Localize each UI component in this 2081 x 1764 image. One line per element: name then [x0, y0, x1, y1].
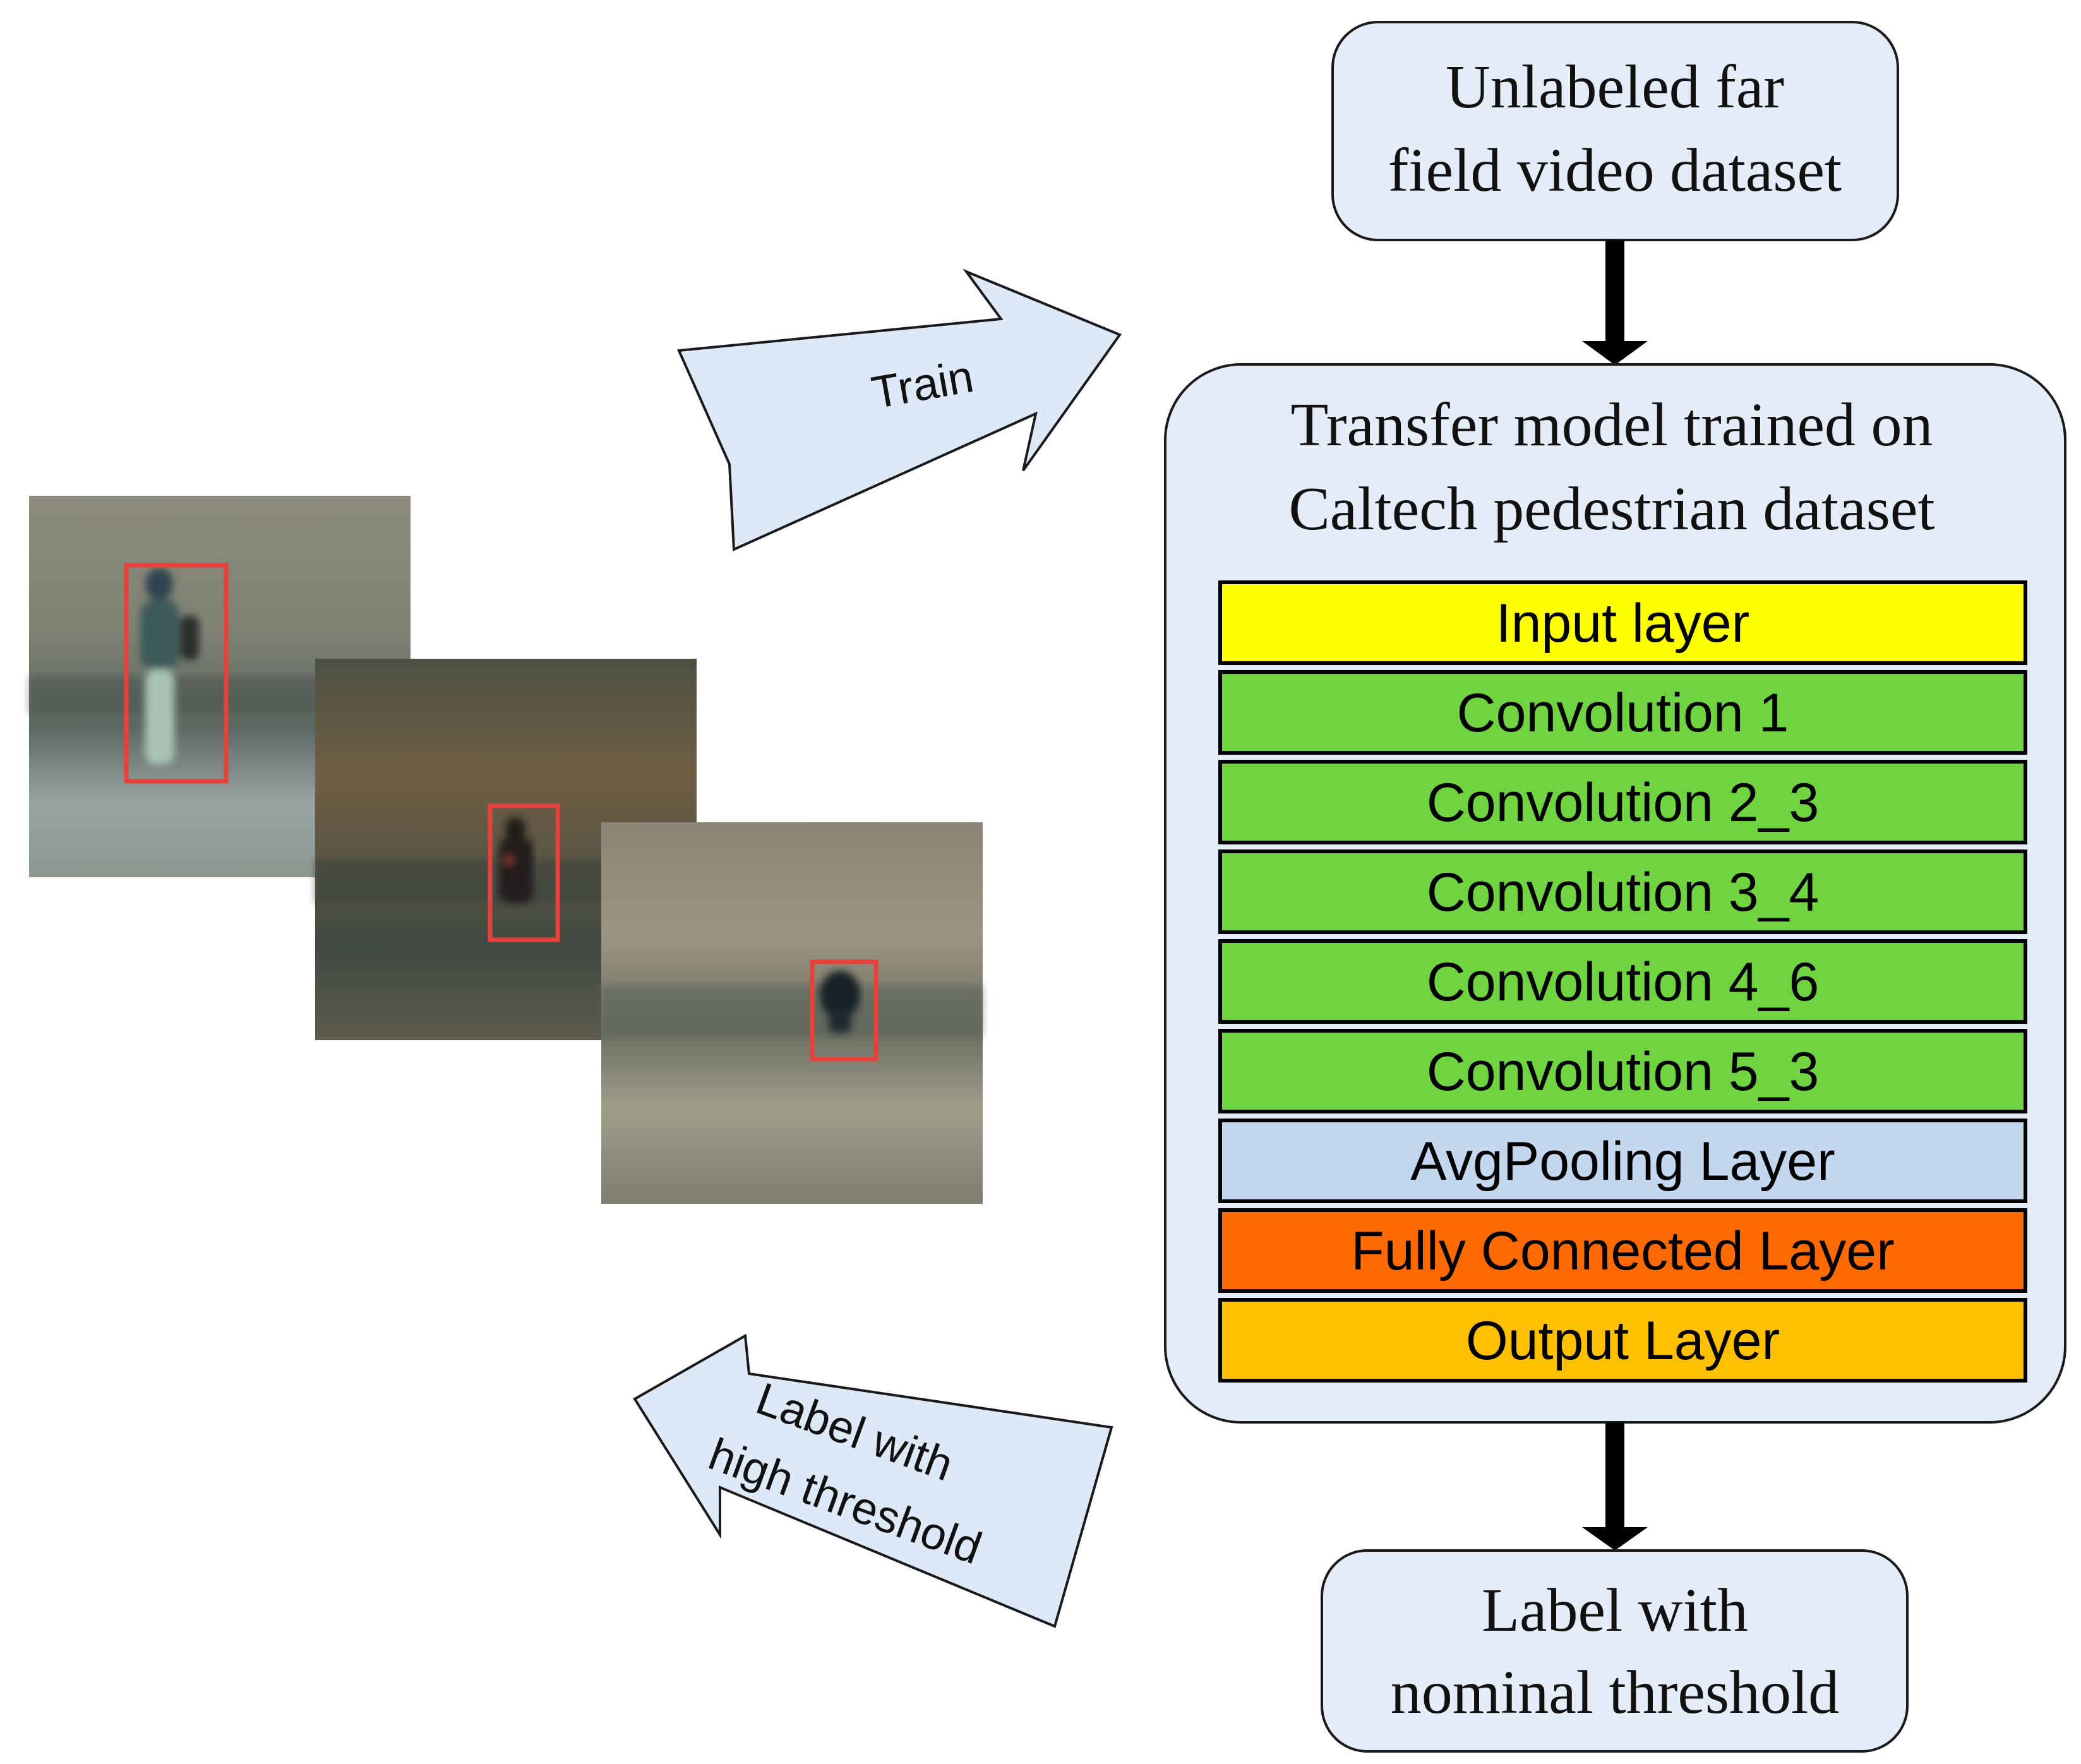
layer-output-layer [1218, 1298, 2027, 1383]
layer-convolution-2-3 [1218, 760, 2027, 844]
down-arrow-bottom [1582, 1422, 1648, 1551]
layer-label-fully-connected-layer: Fully Connected Layer [1351, 1221, 1894, 1281]
unlabeled-dataset-line2: field video dataset [1388, 136, 1842, 205]
layer-label-convolution-1: Convolution 1 [1457, 683, 1789, 743]
layer-convolution-4-6 [1218, 939, 2027, 1024]
label-high-threshold-arrow: Label with high threshold [633, 1333, 1113, 1628]
layer-input-layer [1218, 580, 2027, 665]
layer-label-convolution-3-4: Convolution 3_4 [1427, 862, 1820, 923]
detection-box-2 [488, 803, 560, 942]
down-arrow-top [1582, 240, 1648, 365]
layer-label-convolution-4-6: Convolution 4_6 [1427, 952, 1820, 1012]
layer-fully-connected-layer [1218, 1208, 2027, 1293]
pedestrian-figure-2 [499, 817, 533, 903]
layer-label-convolution-5-3: Convolution 5_3 [1427, 1041, 1820, 1102]
layer-label-avgpooling-layer: AvgPooling Layer [1410, 1131, 1835, 1192]
transfer-model-line1: Transfer model trained on [1291, 391, 1933, 459]
layer-label-output-layer: Output Layer [1466, 1311, 1780, 1371]
nominal-threshold-line2: nominal threshold [1391, 1659, 1839, 1727]
train-arrow: Train [677, 268, 1122, 552]
pedestrian-figure-3 [820, 971, 860, 1033]
layer-label-convolution-2-3: Convolution 2_3 [1427, 772, 1820, 833]
unlabeled-dataset-box: Unlabeled far field video dataset [1331, 21, 1899, 241]
layer-convolution-5-3 [1218, 1029, 2027, 1113]
pedestrian-figure-1 [140, 568, 199, 764]
transfer-model-box: Transfer model trained on Caltech pedest… [1164, 363, 2066, 1424]
layer-convolution-1 [1218, 670, 2027, 755]
nominal-threshold-box: Label with nominal threshold [1321, 1549, 1909, 1753]
layer-label-input-layer: Input layer [1496, 593, 1750, 654]
layer-convolution-3-4 [1218, 849, 2027, 934]
frame-photo-3 [601, 822, 983, 1204]
detection-box-1 [124, 563, 229, 784]
nominal-threshold-line1: Label with [1482, 1576, 1748, 1645]
layer-avgpooling-layer [1218, 1119, 2027, 1203]
unlabeled-dataset-line1: Unlabeled far [1446, 53, 1784, 121]
detection-box-3 [810, 959, 879, 1062]
transfer-model-line2: Caltech pedestrian dataset [1288, 475, 1934, 543]
